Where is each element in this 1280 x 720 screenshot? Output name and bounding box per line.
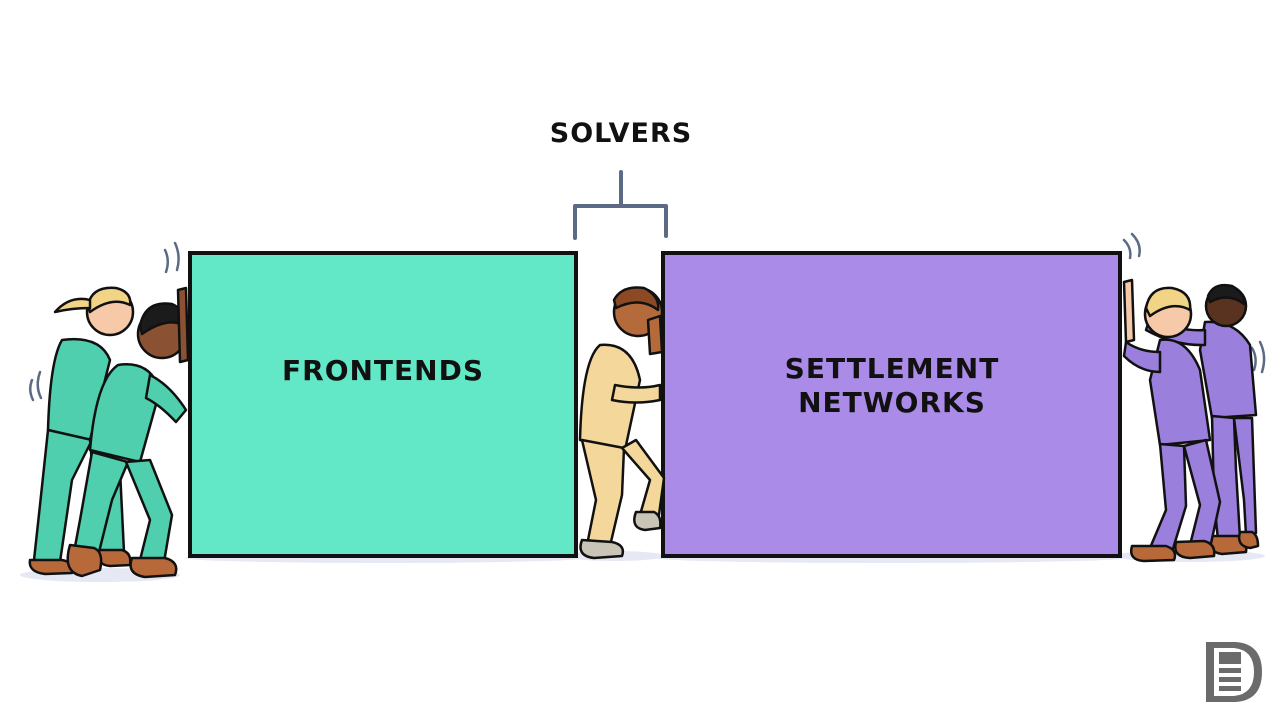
purple-person-front (1122, 278, 1222, 563)
frontends-block: FRONTENDS (188, 251, 578, 558)
green-person-front (66, 286, 190, 579)
solvers-label: SOLVERS (550, 118, 692, 149)
settlement-label-line2: NETWORKS (798, 386, 986, 419)
settlement-networks-block: SETTLEMENT NETWORKS (661, 251, 1122, 558)
publication-logo-icon (1206, 642, 1262, 702)
settlement-label-line1: SETTLEMENT (785, 352, 1000, 385)
green-pushers (28, 241, 190, 579)
yellow-pusher (578, 286, 666, 560)
frontends-label: FRONTENDS (282, 354, 484, 387)
bracket-icon (573, 170, 668, 240)
purple-pushers (1122, 232, 1266, 563)
